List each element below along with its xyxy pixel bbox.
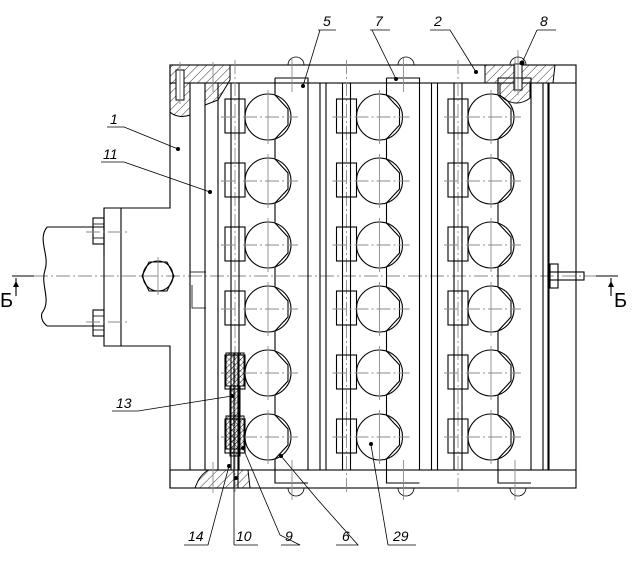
callout-5: 5: [323, 13, 331, 29]
cage-plate-profile: [385, 78, 420, 484]
callout-13: 13: [116, 395, 132, 411]
hex-nut: [141, 257, 175, 295]
callout-2: 2: [433, 13, 442, 29]
left-flange: [86, 65, 171, 488]
section-label-left: Б: [0, 290, 13, 312]
section-mark-right: Б: [596, 275, 627, 312]
cage-plate-profile: [274, 78, 308, 484]
callout-6: 6: [342, 528, 350, 544]
right-shaft-stub: [547, 263, 585, 289]
section-mark-left: Б: [0, 275, 34, 312]
callout-14: 14: [188, 528, 204, 544]
callout-29: 29: [392, 528, 409, 544]
callout-9: 9: [285, 528, 293, 544]
section-label-right: Б: [614, 290, 627, 312]
callout-7: 7: [375, 13, 384, 29]
screw-heads: [287, 56, 527, 497]
cage-plate-edge: [275, 77, 309, 470]
callout-1: 1: [110, 111, 118, 127]
callouts: 1 11 5 7 2 8 13 14 10 9: [101, 13, 556, 546]
left-shaft: [41, 226, 104, 327]
callout-11: 11: [103, 146, 118, 162]
cage-plate-profile: [497, 78, 531, 484]
cage-plate-edge: [498, 77, 532, 470]
spacer-stack: [225, 352, 245, 488]
callout-10: 10: [236, 528, 252, 544]
roller-modules: [221, 58, 550, 500]
callout-8: 8: [540, 13, 548, 29]
hatched-sections: [169, 50, 556, 493]
